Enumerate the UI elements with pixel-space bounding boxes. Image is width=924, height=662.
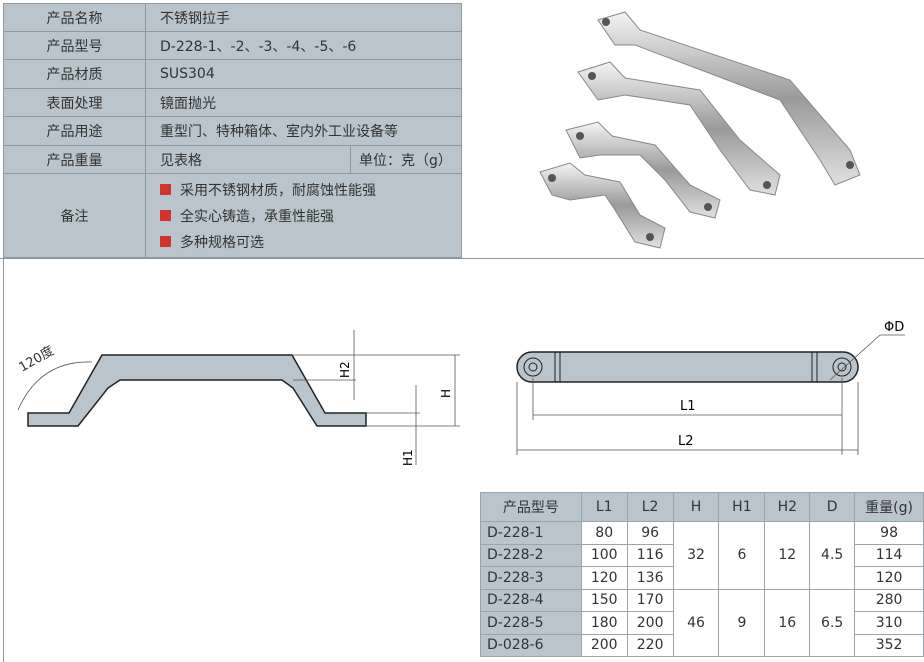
bullet-icon (160, 210, 171, 221)
spec-label: 产品型号 (3, 31, 146, 60)
l2-cell: 170 (626, 588, 674, 612)
note-item: 采用不锈钢材质，耐腐蚀性能强 (146, 177, 461, 203)
spec-value: SUS304 (145, 59, 462, 89)
bullet-icon (160, 184, 171, 195)
l1-cell: 80 (580, 521, 628, 545)
spec-value: 不锈钢拉手 (145, 3, 462, 32)
l2-cell: 116 (626, 543, 674, 567)
spec-label: 表面处理 (3, 88, 146, 117)
col-header: L2 (626, 492, 674, 522)
spec-label: 产品用途 (3, 116, 146, 146)
weight-cell: 114 (854, 543, 924, 567)
product-photo (539, 11, 861, 249)
d-cell: 4.5 (809, 521, 856, 590)
l1-cell: 120 (580, 566, 628, 590)
note-text: 采用不锈钢材质，耐腐蚀性能强 (180, 182, 376, 199)
l1-cell: 100 (580, 543, 628, 567)
model-cell: D-228-2 (480, 543, 582, 567)
spec-label: 产品名称 (3, 3, 146, 32)
h-cell: 32 (672, 521, 720, 590)
h2-cell: 16 (764, 588, 811, 657)
col-header: 产品型号 (480, 492, 582, 522)
l2-label: L2 (678, 434, 694, 449)
note-item: 全实心铸造，承重性能强 (146, 203, 461, 229)
col-header: 重量(g) (854, 492, 924, 522)
h1-cell: 9 (718, 588, 766, 657)
l1-cell: 150 (580, 588, 628, 612)
section-border (3, 258, 4, 662)
weight-cell: 280 (854, 588, 924, 612)
angle-label: 120度 (16, 343, 57, 376)
section-divider (0, 258, 924, 259)
col-header: H2 (764, 492, 811, 522)
model-cell: D-228-5 (480, 611, 582, 635)
side-view-handle (27, 354, 367, 427)
model-cell: D-228-3 (480, 566, 582, 590)
bullet-icon (160, 236, 171, 247)
h-cell: 46 (672, 588, 720, 657)
spec-value: 镜面抛光 (145, 88, 462, 117)
d-cell: 6.5 (809, 588, 856, 657)
model-cell: D-028-6 (480, 633, 582, 657)
l1-cell: 180 (580, 611, 628, 635)
spec-value: 重型门、特种箱体、室内外工业设备等 (145, 116, 462, 146)
spec-label: 产品材质 (3, 59, 146, 89)
note-item: 多种规格可选 (146, 229, 461, 255)
note-text: 多种规格可选 (180, 234, 264, 251)
l1-label: L1 (680, 399, 696, 414)
l2-cell: 96 (626, 521, 674, 545)
h-label: H (439, 389, 453, 398)
l1-cell: 200 (580, 633, 628, 657)
weight-cell: 98 (854, 521, 924, 545)
l2-cell: 200 (626, 611, 674, 635)
notes-cell: 采用不锈钢材质，耐腐蚀性能强 全实心铸造，承重性能强 多种规格可选 (145, 173, 462, 258)
col-header: H (672, 492, 720, 522)
col-header: L1 (580, 492, 628, 522)
l2-cell: 220 (626, 633, 674, 657)
col-header: H1 (718, 492, 766, 522)
technical-drawing: 120度 H2 H1 H L1 L2 ΦD (16, 320, 905, 466)
notes-label: 备注 (3, 173, 146, 258)
note-text: 全实心铸造，承重性能强 (180, 208, 334, 225)
weight-cell: 310 (854, 611, 924, 635)
weight-unit: 单位：克（g） (350, 145, 462, 174)
weight-cell: 352 (854, 633, 924, 657)
model-cell: D-228-4 (480, 588, 582, 612)
h1-label: H1 (401, 449, 415, 466)
d-label: ΦD (884, 320, 904, 335)
front-view-handle (516, 351, 859, 383)
spec-value: 见表格 (145, 145, 351, 174)
h2-cell: 12 (764, 521, 811, 590)
weight-cell: 120 (854, 566, 924, 590)
h2-label: H2 (338, 361, 352, 378)
l2-cell: 136 (626, 566, 674, 590)
col-header: D (809, 492, 856, 522)
angle-arc (17, 361, 93, 411)
h1-cell: 6 (718, 521, 766, 590)
model-cell: D-228-1 (480, 521, 582, 545)
spec-label: 产品重量 (3, 145, 146, 174)
spec-value: D-228-1、-2、-3、-4、-5、-6 (145, 31, 462, 60)
